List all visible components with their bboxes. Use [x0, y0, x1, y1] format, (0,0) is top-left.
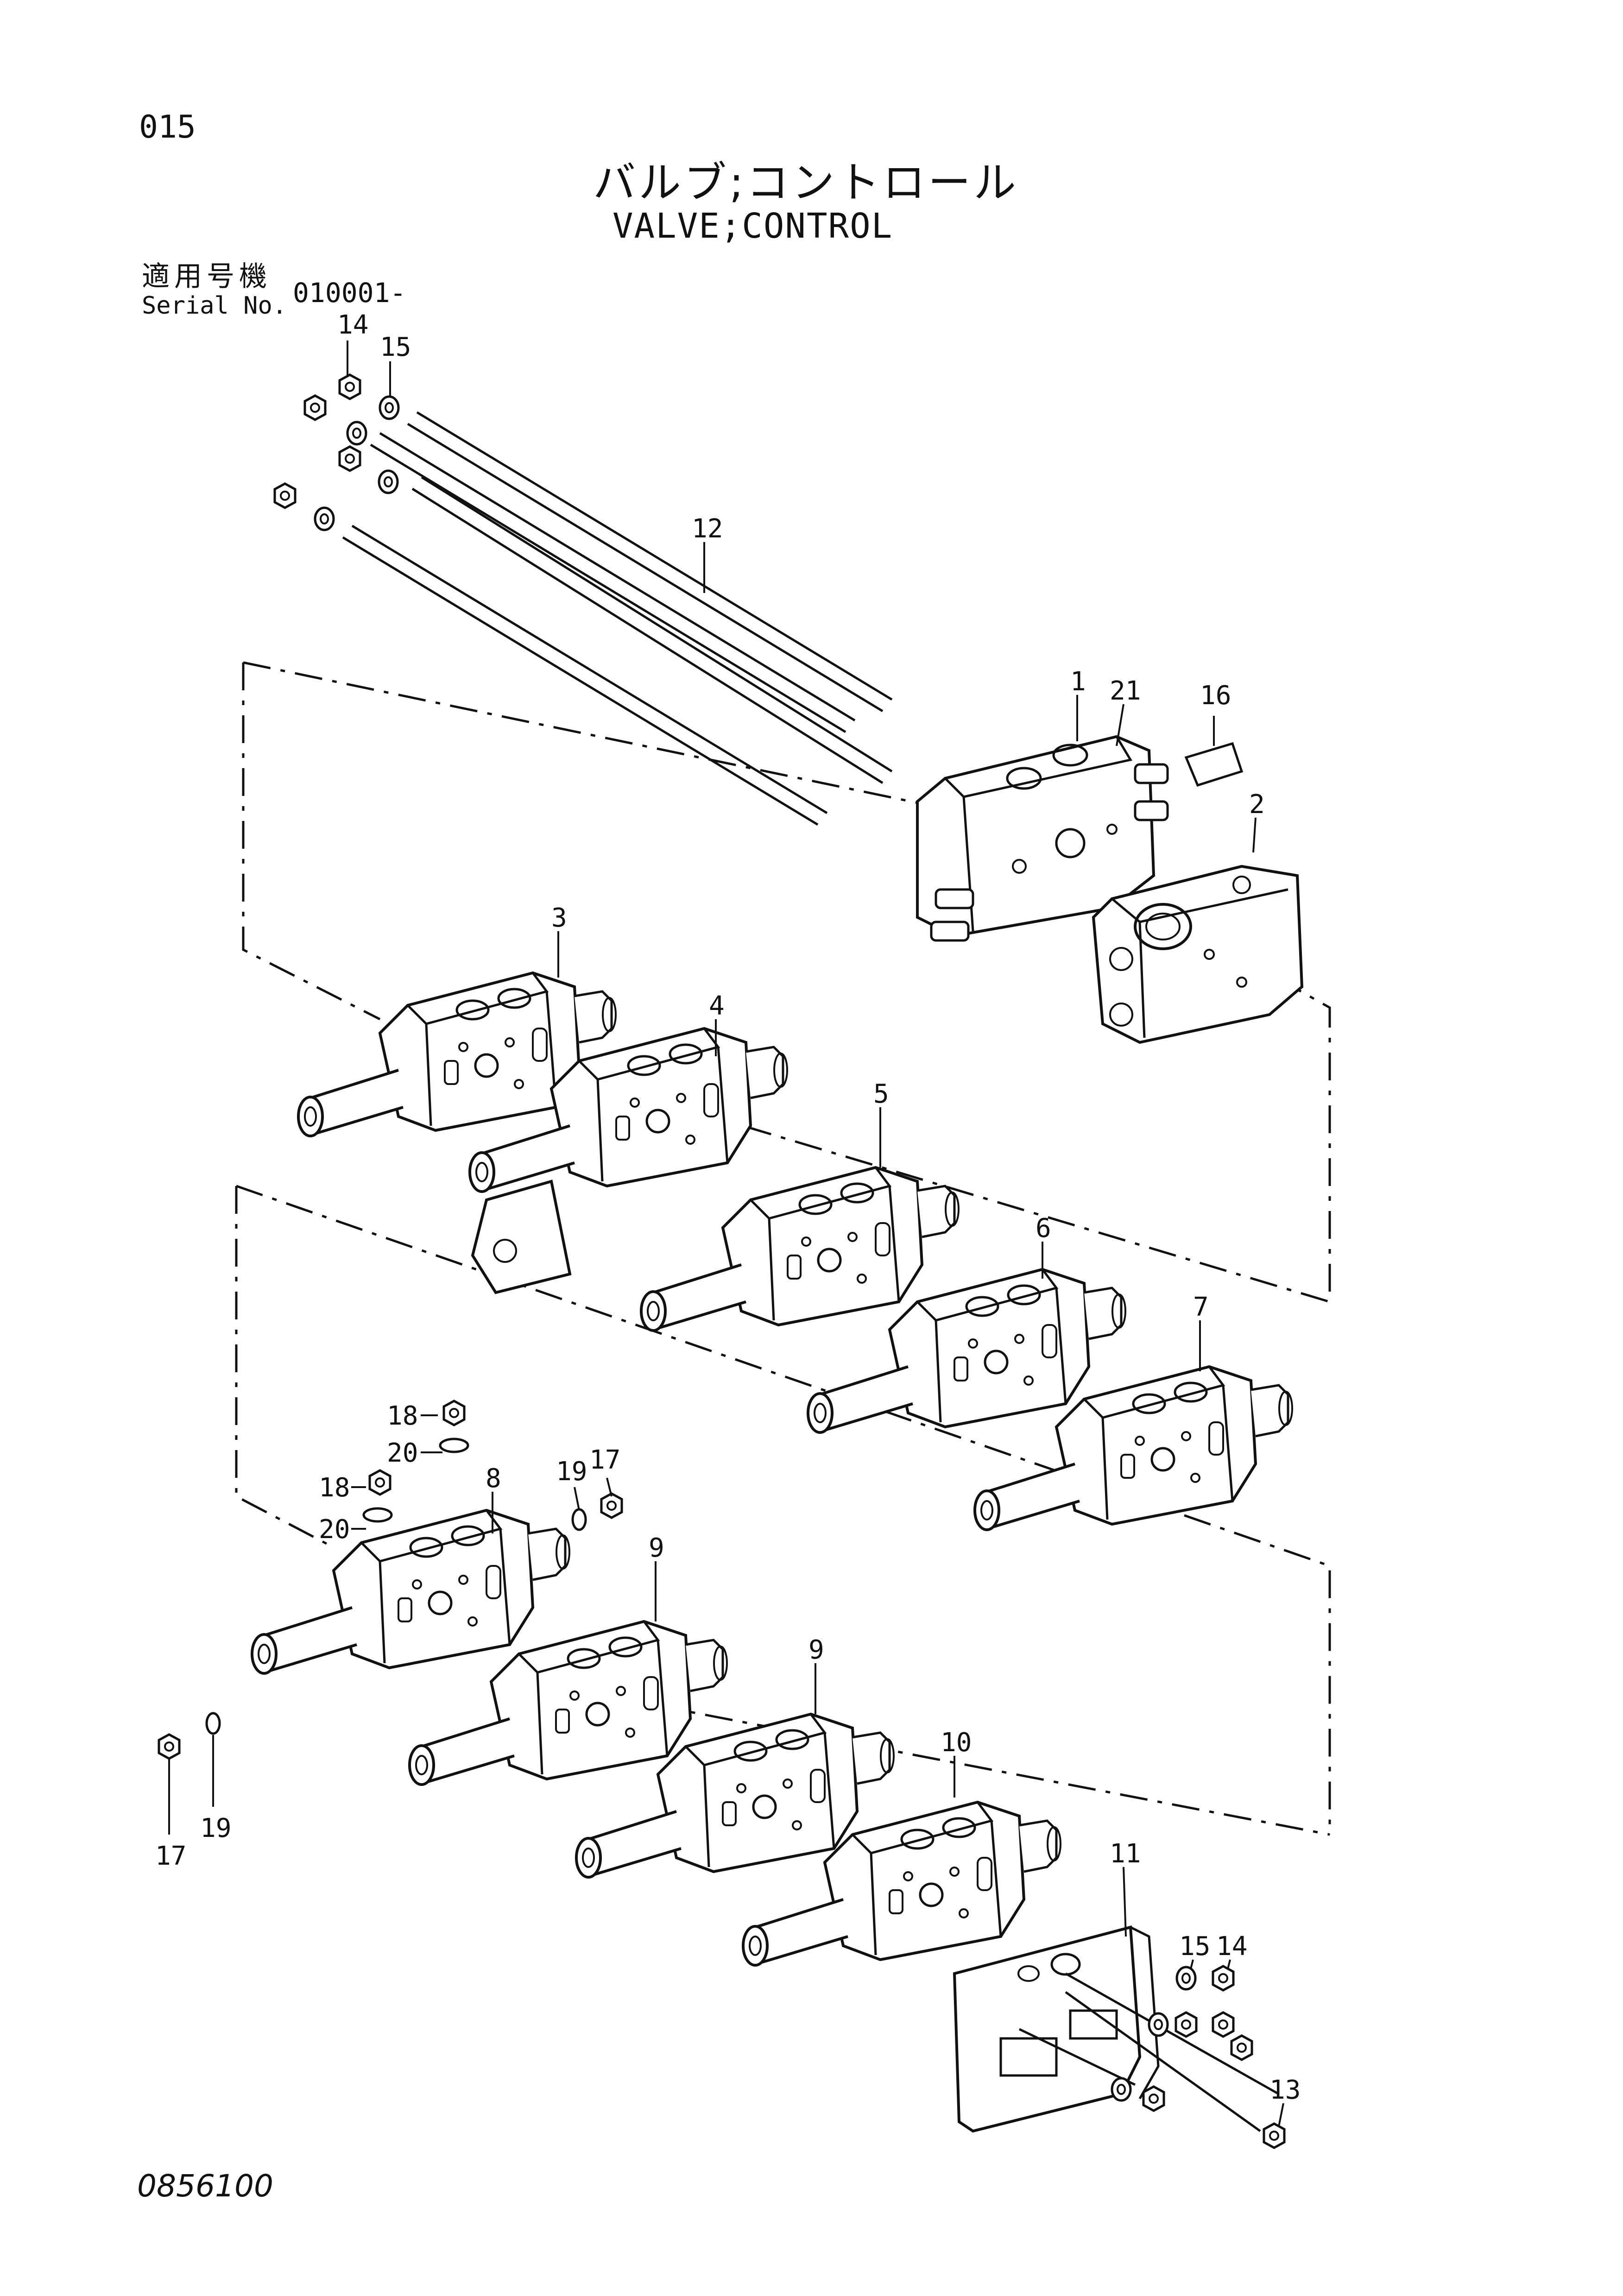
- section-8: [252, 1510, 569, 1673]
- callout: 9: [649, 1533, 664, 1563]
- title-japanese: バルブ;コントロール: [593, 158, 1019, 208]
- section-4: [470, 1028, 787, 1294]
- callout: 5: [873, 1079, 889, 1109]
- callout: 11: [1110, 1839, 1141, 1869]
- callout: 15: [380, 332, 411, 362]
- title-english: VALVE;CONTROL: [613, 206, 893, 246]
- plate-16: [1184, 742, 1244, 787]
- callout: 19: [200, 1813, 231, 1843]
- page-number: 015: [139, 109, 196, 145]
- callout: 14: [337, 310, 368, 340]
- nuts-washers-top: [275, 375, 398, 530]
- callout: 21: [1110, 676, 1141, 706]
- callout: 20: [387, 1438, 418, 1468]
- callout: 6: [1036, 1213, 1051, 1243]
- plugs-and-orings: [159, 1401, 622, 1759]
- outlet-section-11: [953, 1925, 1160, 2133]
- callout: 17: [589, 1445, 620, 1475]
- drawing-number: 0856100: [137, 2168, 273, 2204]
- callout: 14: [1216, 1931, 1247, 1962]
- callout: 13: [1269, 2075, 1301, 2105]
- short-tie-rods: [1018, 1972, 1280, 2132]
- leader-lines: [168, 341, 1284, 2127]
- serial-label-english: Serial No.: [142, 292, 287, 320]
- callout: 16: [1200, 681, 1231, 711]
- callout: 18: [319, 1473, 350, 1503]
- callout: 7: [1193, 1292, 1209, 1322]
- serial-label-japanese: 適用号機: [142, 260, 272, 293]
- section-5: [641, 1167, 959, 1331]
- inlet-section-1: [916, 735, 1169, 942]
- callout: 4: [709, 991, 725, 1021]
- callout: 2: [1249, 789, 1265, 820]
- callout: 3: [551, 903, 567, 933]
- callout: 10: [941, 1728, 972, 1758]
- callout: 20: [319, 1514, 350, 1545]
- callout: 1: [1070, 667, 1086, 697]
- inlet-section-2: [1092, 864, 1304, 1044]
- tie-rods: [342, 411, 893, 826]
- callout: 17: [155, 1841, 186, 1871]
- callout: 8: [486, 1463, 501, 1494]
- callout: 12: [692, 514, 723, 544]
- callout: 15: [1179, 1931, 1210, 1962]
- callout: 18: [387, 1401, 418, 1431]
- callout: 9: [808, 1635, 824, 1665]
- callout-numbers: 14 15 12 1 21 16 2 3 4 5 6 7 18 20 8 19 …: [155, 310, 1301, 2105]
- serial-number-value: 010001-: [293, 277, 406, 309]
- callout: 19: [556, 1457, 587, 1487]
